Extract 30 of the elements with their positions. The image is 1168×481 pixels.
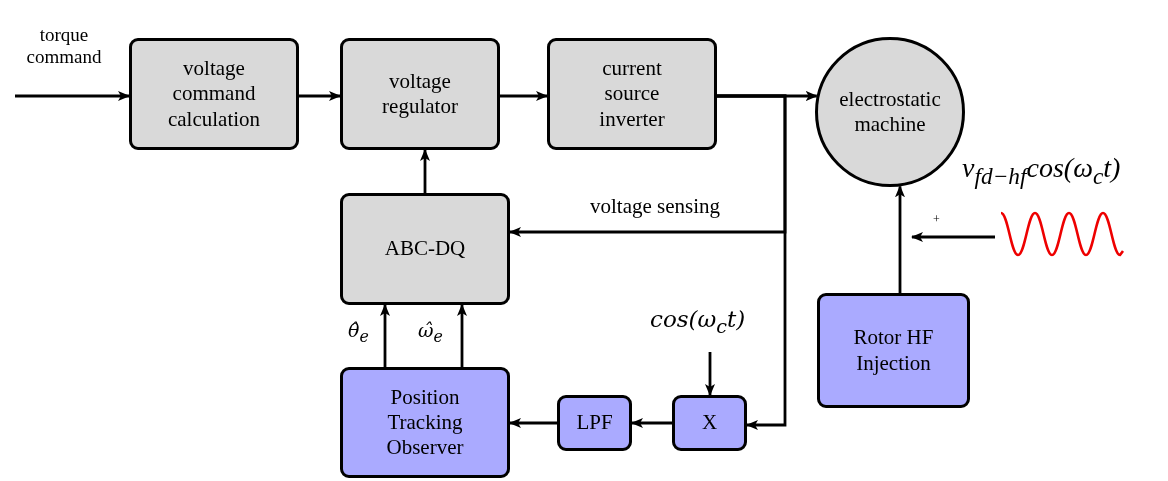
signal-formula: v$_{fd−hf}$cos(ω$_{c}$t) bbox=[962, 152, 1121, 190]
block-label: Rotor HF Injection bbox=[852, 325, 935, 376]
arrow bbox=[500, 91, 548, 101]
arrow bbox=[705, 352, 715, 396]
block-label: Position Tracking Observer bbox=[385, 384, 465, 461]
block-box bbox=[817, 293, 970, 408]
block-label: LPF bbox=[576, 410, 613, 436]
block-label: X bbox=[701, 410, 718, 436]
block-box bbox=[340, 367, 510, 478]
arrow bbox=[457, 304, 467, 367]
arrow bbox=[380, 304, 390, 367]
arrow bbox=[895, 185, 905, 293]
arrow bbox=[299, 91, 341, 101]
block-box bbox=[340, 193, 510, 305]
arrow bbox=[420, 149, 430, 193]
arrow bbox=[15, 91, 130, 101]
arrow bbox=[509, 418, 557, 428]
block-label: current source inverter bbox=[598, 56, 666, 132]
arrow bbox=[717, 94, 787, 430]
block-box bbox=[129, 38, 299, 150]
block-label: ABC-DQ bbox=[384, 236, 466, 262]
block-box bbox=[557, 395, 632, 451]
block-box bbox=[340, 38, 500, 150]
block-box bbox=[672, 395, 747, 451]
block-label: voltage command calculation bbox=[166, 56, 262, 132]
block-box bbox=[547, 38, 717, 150]
block-label: voltage regulator bbox=[381, 68, 459, 120]
arrow bbox=[911, 232, 995, 242]
arrow bbox=[631, 418, 672, 428]
block-label: electrostatic machine bbox=[839, 86, 941, 138]
